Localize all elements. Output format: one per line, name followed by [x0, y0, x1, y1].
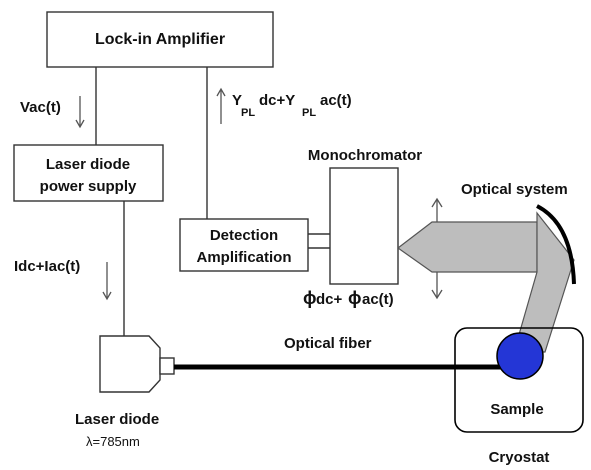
- power-supply-label-line2: power supply: [40, 178, 137, 195]
- phi-dc: dc+: [316, 291, 343, 308]
- vac-label: Vac(t): [20, 99, 61, 116]
- ypl-mid: dc+Y: [259, 92, 295, 109]
- ypl-end: ac(t): [320, 92, 352, 109]
- phi-symbol-2: ϕ: [348, 288, 362, 308]
- sample-label: Sample: [490, 401, 543, 418]
- optical-light-path: [396, 204, 576, 353]
- vac-down-arrow: [75, 96, 85, 129]
- ypl-up-arrow: [216, 87, 226, 124]
- phi-ac: ac(t): [362, 291, 394, 308]
- cryostat-label: Cryostat: [489, 449, 550, 466]
- power-supply-label-line1: Laser diode: [46, 156, 130, 173]
- ypl-sub2: PL: [302, 107, 316, 119]
- connection-wires: [95, 67, 330, 336]
- lock-in-amplifier-label: Lock-in Amplifier: [95, 31, 225, 48]
- detection-label-line2: Amplification: [196, 249, 291, 266]
- optical-system-label: Optical system: [461, 181, 568, 198]
- lock-in-amplifier-box: Lock-in Amplifier: [46, 11, 274, 68]
- laser-diode-icon: [99, 335, 175, 393]
- idc-label: Idc+Iac(t): [14, 258, 80, 275]
- laser-diode-label: Laser diode: [75, 411, 159, 428]
- monochromator-box: [329, 167, 399, 285]
- detection-label-line1: Detection: [210, 227, 278, 244]
- phi-label: ϕ dc+ ϕ ac(t): [303, 288, 394, 308]
- ypl-label: Y PL dc+Y PL ac(t): [232, 92, 352, 120]
- phi-symbol-1: ϕ: [303, 288, 317, 308]
- monochromator-label: Monochromator: [308, 147, 422, 164]
- sample-disc: [496, 332, 544, 380]
- cryostat-box: [454, 327, 584, 433]
- laser-power-supply-box: Laser diode power supply: [13, 144, 164, 202]
- idc-down-arrow: [102, 262, 112, 301]
- optical-fiber-label: Optical fiber: [284, 335, 372, 352]
- ypl-y1: Y: [232, 92, 242, 109]
- detection-amplification-box: Detection Amplification: [179, 218, 309, 272]
- ypl-sub1: PL: [241, 107, 255, 119]
- wavelength-label: λ=785nm: [86, 434, 140, 449]
- focusing-mirror: [536, 204, 576, 285]
